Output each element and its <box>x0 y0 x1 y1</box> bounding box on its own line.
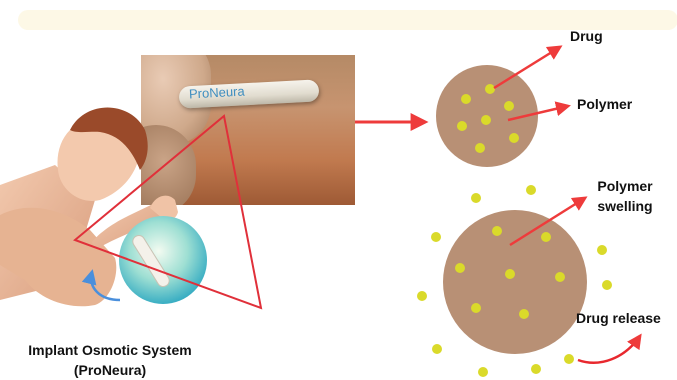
figure-caption: Implant Osmotic System (ProNeura) <box>0 340 220 380</box>
drug-release-label: Drug release <box>576 310 661 326</box>
drug-pointer-arrow <box>494 47 560 88</box>
polymer-swelling-label: Polymer swelling <box>590 176 660 216</box>
drug-label: Drug <box>570 28 603 44</box>
drug-release-arrow <box>578 336 640 363</box>
caption-line1: Implant Osmotic System <box>0 340 220 360</box>
polymer-swelling-line2: swelling <box>590 196 660 216</box>
polymer-label: Polymer <box>577 96 632 112</box>
polymer-particle-swollen <box>443 210 587 354</box>
caption-line2: (ProNeura) <box>0 360 220 380</box>
polymer-swelling-line1: Polymer <box>590 176 660 196</box>
